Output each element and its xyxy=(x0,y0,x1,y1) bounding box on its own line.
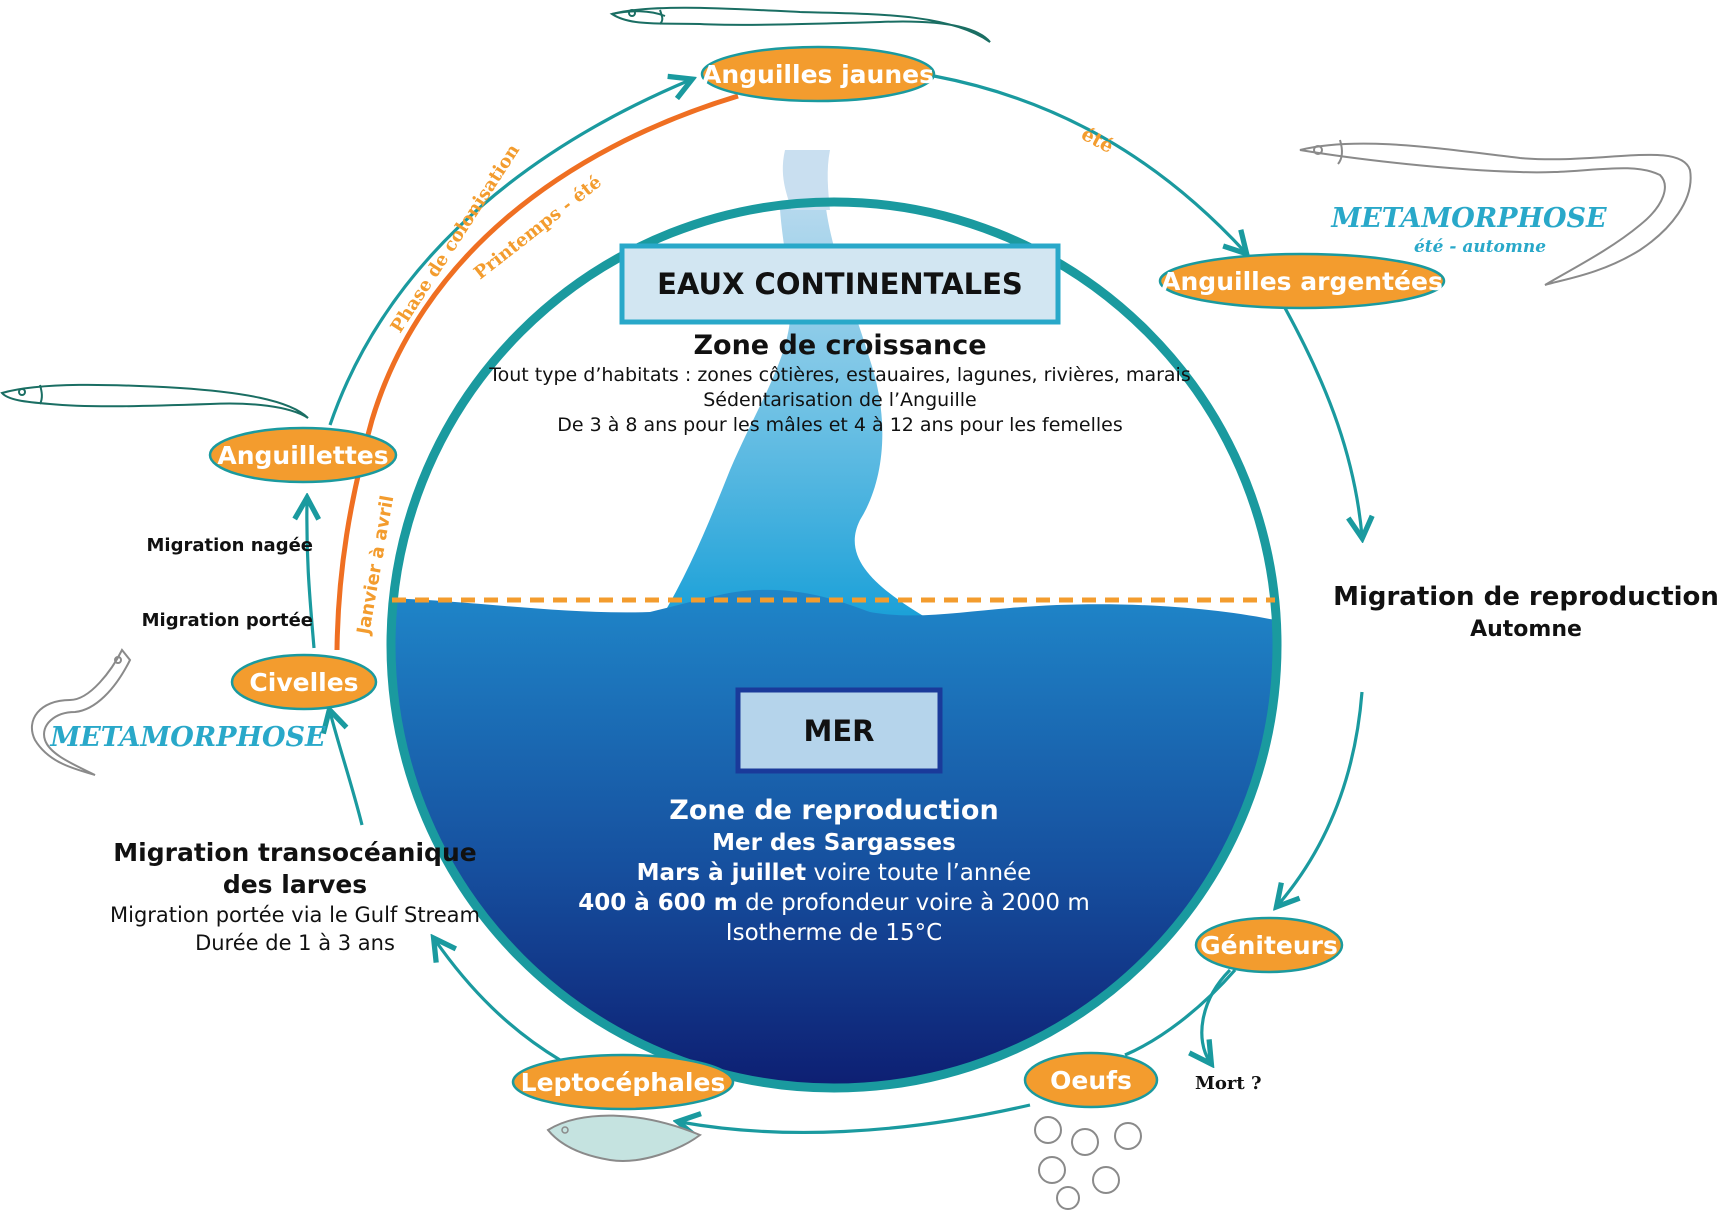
zone-reproduction-line3-rest: de profondeur voire à 2000 m xyxy=(738,890,1090,916)
migration-transoceanique-line1: Migration portée via le Gulf Stream xyxy=(110,903,480,927)
stage-badges xyxy=(208,45,1446,1111)
stage-geniteurs xyxy=(1194,916,1344,974)
zone-reproduction-line4: Isotherme de 15°C xyxy=(726,920,942,946)
zone-reproduction-line3: 400 à 600 m de profondeur voire à 2000 m xyxy=(578,890,1090,916)
zone-croissance-line2: Sédentarisation de l’Anguille xyxy=(703,389,976,411)
sea-shape xyxy=(391,589,1277,1088)
zone-croissance-line3: De 3 à 8 ans pour les mâles et 4 à 12 an… xyxy=(557,414,1123,436)
zone-croissance-line1: Tout type d’habitats : zones côtières, e… xyxy=(488,364,1190,386)
zone-reproduction-line2-rest: voire toute l’année xyxy=(806,860,1031,886)
silver-eel-illustration xyxy=(1299,139,1692,286)
arrow-leptocephales-to-migration xyxy=(435,940,561,1062)
migration-reproduction-sub: Automne xyxy=(1470,617,1582,642)
zone-reproduction-line2-bold: Mars à juillet xyxy=(637,860,806,886)
migration-reproduction-title: Migration de reproduction xyxy=(1333,582,1719,612)
eaux-continentales-box xyxy=(619,243,1061,325)
eggs-illustration xyxy=(1034,1116,1142,1210)
zone-reproduction-line3-bold: 400 à 600 m xyxy=(578,890,738,916)
label-anguilles-jaunes: Anguilles jaunes xyxy=(702,60,934,89)
arrow-oeufs-to-leptocephales xyxy=(680,1103,1031,1132)
mer-title: MER xyxy=(804,714,875,748)
river-top xyxy=(782,150,830,210)
arrow-jaunes-to-argentees xyxy=(933,74,1245,252)
river-shape xyxy=(660,202,930,620)
label-anguillettes: Anguillettes xyxy=(217,441,388,470)
stage-leptocephales xyxy=(511,1053,735,1111)
zone-reproduction-line2: Mars à juillet voire toute l’année xyxy=(637,860,1032,886)
stage-anguilles-jaunes xyxy=(700,45,936,103)
yellow-eel-illustration xyxy=(609,6,991,43)
inner-circle-ring xyxy=(386,197,1282,1093)
colonisation-line xyxy=(334,93,739,651)
label-anguilles-argentees: Anguilles argentées xyxy=(1161,267,1443,296)
stage-civelles xyxy=(230,653,378,711)
arrow-argentees-to-migration xyxy=(1283,307,1362,536)
label-mort: Mort ? xyxy=(1195,1073,1262,1094)
migration-transoceanique-line2: Durée de 1 à 3 ans xyxy=(195,931,395,955)
arrow-geniteurs-to-mort xyxy=(1202,968,1232,1062)
stage-oeufs xyxy=(1023,1051,1159,1109)
arrow-civelles-to-anguillettes xyxy=(307,500,314,649)
mer-box xyxy=(735,687,943,774)
label-leptocephales: Leptocéphales xyxy=(521,1068,726,1097)
migration-transoceanique-title2: des larves xyxy=(223,870,367,899)
metamorphose-right-sub: été - automne xyxy=(1414,237,1546,257)
arrow-geniteurs-to-oeufs xyxy=(1124,968,1237,1057)
glass-eel-illustration xyxy=(30,648,132,776)
arrow-migration-to-civelles xyxy=(330,712,364,826)
inner-circle-fill xyxy=(391,202,1277,1088)
metamorphose-left-title: METAMORPHOSE xyxy=(49,722,326,753)
stage-anguilles-argentees xyxy=(1158,252,1446,310)
eaux-continentales-title: EAUX CONTINENTALES xyxy=(657,267,1023,301)
arrow-migration-to-geniteurs xyxy=(1278,691,1364,905)
stage-anguillettes xyxy=(208,426,398,484)
migration-transoceanique-title1: Migration transocéanique xyxy=(113,838,476,867)
leptocephalus-illustration xyxy=(546,1114,703,1162)
label-migration-nagee: Migration nagée xyxy=(147,535,313,556)
label-civelles: Civelles xyxy=(249,668,358,697)
zone-reproduction-title: Zone de reproduction xyxy=(669,795,998,826)
zone-croissance-title: Zone de croissance xyxy=(693,330,986,361)
label-geniteurs: Géniteurs xyxy=(1200,931,1338,960)
anguillette-illustration xyxy=(0,383,309,419)
arrow-anguillettes-to-jaunes xyxy=(328,80,690,426)
outer-cycle-arrows xyxy=(307,76,1362,1132)
label-phase-colonisation: Phase de colonisation xyxy=(387,141,525,337)
label-oeufs: Oeufs xyxy=(1050,1066,1132,1095)
label-migration-portee: Migration portée xyxy=(142,610,313,631)
metamorphose-right-title: METAMORPHOSE xyxy=(1330,203,1607,234)
zone-reproduction-line1: Mer des Sargasses xyxy=(712,830,956,856)
